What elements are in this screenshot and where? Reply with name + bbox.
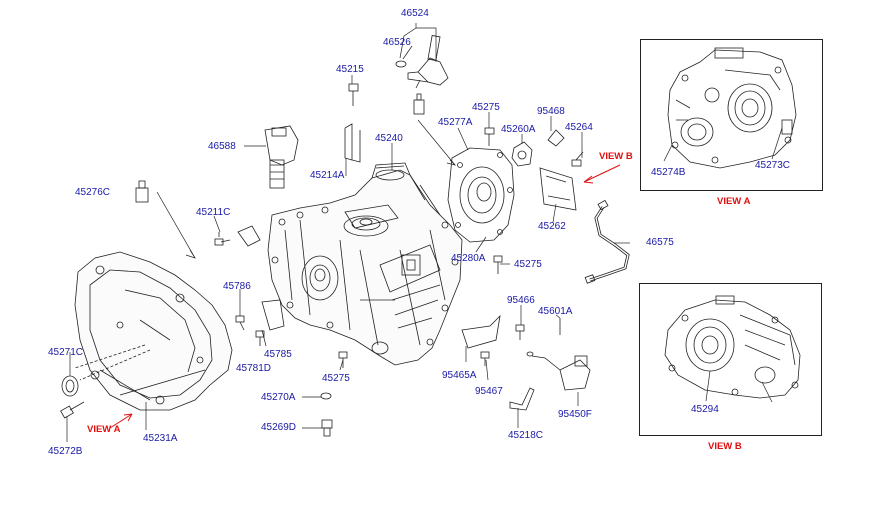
sensor-95450F	[526, 351, 591, 391]
transaxle-case-45240	[267, 162, 463, 366]
bolt-95466	[515, 324, 525, 340]
bracket-small	[237, 225, 261, 247]
bolt-45264	[571, 151, 584, 167]
bolt-45275-low	[338, 351, 348, 368]
label-45280A: 45280A	[451, 253, 486, 264]
label-45271C: 45271C	[48, 347, 84, 358]
plug-45269D	[321, 419, 333, 437]
sensor-46588	[264, 125, 299, 189]
view-a-arrow-label: VIEW A	[87, 424, 121, 435]
label-45260A: 45260A	[501, 124, 536, 135]
label-45601A: 45601A	[538, 306, 573, 317]
side-cover-45277A	[447, 147, 515, 243]
pipe-46575	[584, 199, 630, 284]
plug-part	[413, 93, 425, 115]
gasket-45260A	[511, 141, 533, 167]
label-45240: 45240	[375, 133, 403, 144]
label-46588: 46588	[208, 141, 236, 152]
bracket-45214A	[344, 123, 361, 163]
view-arrows	[109, 164, 621, 429]
label-46575: 46575	[646, 237, 674, 248]
view-b-box	[639, 283, 822, 436]
view-a-caption: VIEW A	[717, 196, 751, 207]
label-45274B: 45274B	[651, 167, 686, 178]
bolt-45272B	[60, 401, 85, 419]
label-45786: 45786	[223, 281, 251, 292]
label-45269D: 45269D	[261, 422, 297, 433]
plate-45262	[539, 167, 577, 211]
label-45275-top: 45275	[472, 102, 500, 113]
label-95468: 95468	[537, 106, 565, 117]
label-45270A: 45270A	[261, 392, 296, 403]
bolt-45275-mid	[493, 255, 503, 274]
view-b-arrow-label: VIEW B	[599, 151, 633, 162]
view-a-drawing	[663, 47, 797, 169]
bracket-95465A	[461, 314, 501, 349]
label-45277A: 45277A	[438, 117, 473, 128]
label-95465A: 95465A	[442, 370, 477, 381]
label-45275-mid: 45275	[514, 259, 542, 270]
label-45273C: 45273C	[755, 160, 791, 171]
label-46524: 46524	[401, 8, 429, 19]
label-46526: 46526	[383, 37, 411, 48]
clutch-housing-45231A	[74, 251, 233, 411]
plug-45276C	[135, 180, 149, 203]
label-45214A: 45214A	[310, 170, 345, 181]
label-45264: 45264	[565, 122, 593, 133]
label-95466: 95466	[507, 295, 535, 306]
label-45262: 45262	[538, 221, 566, 232]
leader-lines	[66, 23, 630, 442]
bracket-45218C	[509, 387, 535, 411]
bracket-45785	[261, 299, 285, 331]
label-45785: 45785	[264, 349, 292, 360]
view-a-box	[640, 39, 823, 191]
label-45211C: 45211C	[196, 207, 231, 218]
view-b-caption: VIEW B	[708, 441, 742, 452]
label-45781D: 45781D	[236, 363, 272, 374]
label-45275-low: 45275	[322, 373, 350, 384]
label-45231A: 45231A	[143, 433, 178, 444]
label-45276C: 45276C	[75, 187, 111, 198]
label-45294: 45294	[691, 404, 719, 415]
label-45215: 45215	[336, 64, 364, 75]
seal-45271C	[61, 375, 79, 397]
label-45272B: 45272B	[48, 446, 83, 457]
washer-45270A	[320, 392, 332, 400]
bolt-45786	[235, 315, 245, 331]
bolt-95467	[480, 351, 490, 366]
bolt-45781D	[255, 330, 265, 346]
clip-95468	[547, 129, 565, 147]
label-95450F: 95450F	[558, 409, 592, 420]
label-95467: 95467	[475, 386, 503, 397]
view-b-drawing	[664, 295, 801, 403]
bolt-45215	[348, 83, 359, 106]
bolt-45275-top	[484, 127, 495, 146]
label-45218C: 45218C	[508, 430, 544, 441]
bolt-45211C	[214, 232, 231, 246]
